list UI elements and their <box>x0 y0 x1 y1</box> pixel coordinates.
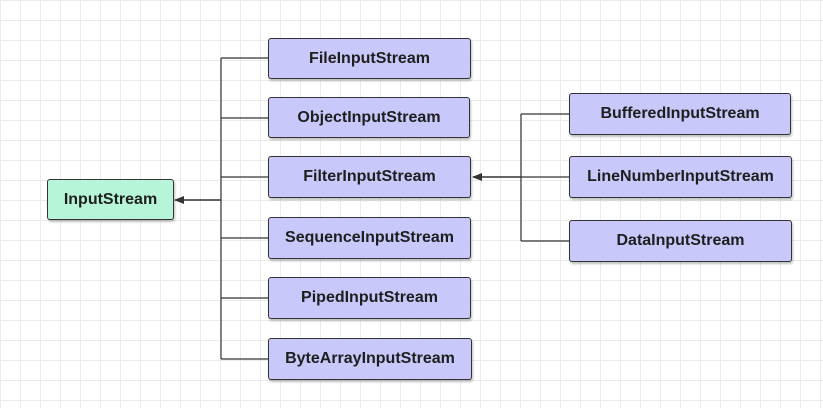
node-bytearrayinputstream: ByteArrayInputStream <box>268 338 472 380</box>
node-datainputstream: DataInputStream <box>569 220 792 262</box>
node-fileinputstream: FileInputStream <box>268 38 471 79</box>
node-pipedinputstream: PipedInputStream <box>268 277 471 319</box>
node-filterinputstream: FilterInputStream <box>268 156 471 198</box>
node-objectinputstream: ObjectInputStream <box>268 97 470 138</box>
node-linenumberinputstream: LineNumberInputStream <box>569 156 792 198</box>
node-inputstream: InputStream <box>47 179 174 220</box>
node-sequenceinputstream: SequenceInputStream <box>268 217 471 259</box>
node-bufferedinputstream: BufferedInputStream <box>569 93 791 135</box>
